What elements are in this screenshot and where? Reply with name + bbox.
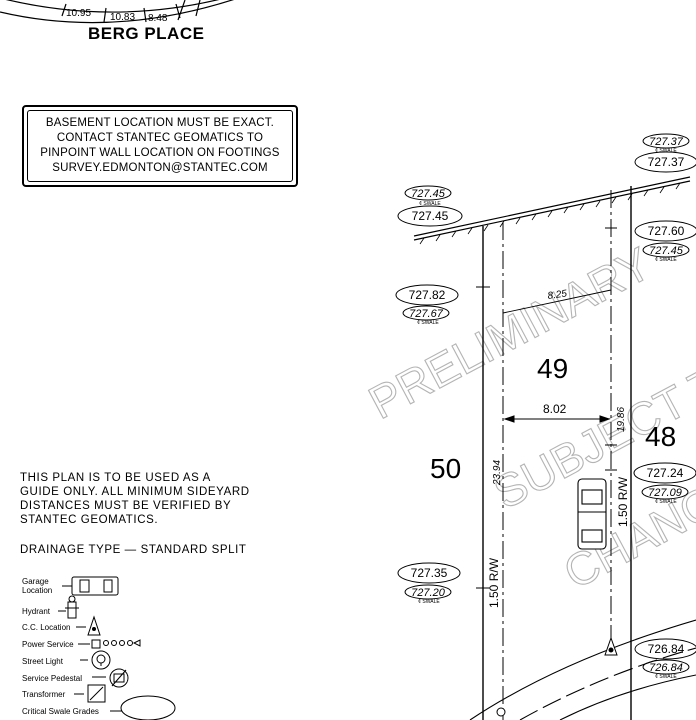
guide-note: THIS PLAN IS TO BE USED AS A GUIDE ONLY.… — [20, 471, 250, 527]
legend-label-garage-1: Garage — [22, 577, 49, 586]
elevation-markers — [395, 133, 696, 675]
elevation-values: 727.45 727.45 727.82 727.67 727.35 727.2… — [409, 136, 685, 674]
legend-label-street-light: Street Light — [22, 657, 63, 666]
lot-lines — [476, 186, 632, 720]
lot-number-50: 50 — [430, 453, 461, 484]
basement-note-line-1: BASEMENT LOCATION MUST BE EXACT. — [45, 117, 275, 129]
service-pedestal-icon — [92, 668, 129, 688]
legend-label-garage-2: Location — [22, 586, 53, 595]
elev-3-swale: 727.20 — [411, 587, 446, 599]
rw-label-left: 1.50 R/W — [487, 557, 501, 608]
swale-tag: ¢ SWALE — [655, 257, 677, 263]
swale-tag: ¢ SWALE — [417, 320, 439, 326]
swale-grade-icon — [110, 695, 176, 720]
legend-label-garage: Garage Location — [22, 577, 52, 595]
legend-label-cc-location: C.C. Location — [22, 623, 71, 632]
power-service-icon — [78, 639, 141, 649]
street-boundary — [413, 176, 691, 245]
legend-label-power-service: Power Service — [22, 640, 74, 649]
dim-front: 8.25 — [547, 288, 568, 302]
legend-icons — [58, 576, 176, 720]
basement-note-line-3: PINPOINT WALL LOCATION ON FOOTINGS — [40, 147, 280, 159]
legend-label-critical-swale: Critical Swale Grades — [22, 707, 99, 716]
guide-note-line-3: DISTANCES MUST BE VERIFIED BY — [20, 500, 232, 512]
elev-1-swale: 727.45 — [411, 188, 446, 200]
top-dim-3: 8.48 — [148, 13, 168, 24]
cc-location-icon — [76, 615, 101, 636]
lot-number-49: 49 — [537, 353, 568, 384]
garage-vehicle-icon — [577, 478, 607, 550]
swale-curves — [469, 619, 696, 720]
guide-note-line-4: STANTEC GEOMATICS. — [20, 514, 159, 526]
elev-4-swale: 727.37 — [649, 136, 684, 148]
top-dim-1: 10.95 — [66, 8, 91, 19]
elev-1: 727.45 — [412, 209, 449, 223]
elev-7-swale: 726.84 — [649, 662, 683, 674]
legend-label-service-pedestal: Service Pedestal — [22, 674, 83, 683]
swale-tag: ¢ SWALE — [655, 148, 677, 154]
elev-4: 727.37 — [648, 155, 685, 169]
basement-note-box: BASEMENT LOCATION MUST BE EXACT. CONTACT… — [22, 105, 298, 187]
swale-tag: ¢ SWALE — [419, 201, 441, 207]
street-light-icon — [80, 650, 111, 670]
guide-note-line-2: GUIDE ONLY. ALL MINIMUM SIDEYARD — [20, 486, 250, 498]
elev-3: 727.35 — [411, 566, 448, 580]
rw-label-right: 1.50 R/W — [616, 476, 630, 527]
legend-label-hydrant: Hydrant — [22, 607, 51, 616]
hydrant-icon — [58, 595, 79, 619]
elev-5: 727.60 — [648, 224, 685, 238]
elev-6-swale: 727.09 — [648, 487, 682, 499]
drainage-type: DRAINAGE TYPE — STANDARD SPLIT — [20, 544, 247, 556]
cc-location-marker — [604, 636, 618, 656]
elev-2: 727.82 — [409, 288, 446, 302]
dim-mid: 8.02 — [543, 402, 567, 416]
guide-note-line-1: THIS PLAN IS TO BE USED AS A — [20, 472, 211, 484]
swale-tag: ¢ SWALE — [655, 499, 677, 505]
swale-tag: ¢ SWALE — [655, 674, 677, 680]
dimension-line — [503, 415, 611, 423]
elev-5-swale: 727.45 — [649, 245, 684, 257]
garage-icon — [62, 576, 119, 596]
dim-side-left: 23.94 — [492, 460, 503, 486]
basement-note-line-2: CONTACT STANTEC GEOMATICS TO — [56, 132, 264, 144]
street-name: BERG PLACE — [88, 24, 205, 43]
watermark-line-1: PRELIMINARY — [360, 237, 659, 429]
dim-side-right: 19.86 — [616, 407, 627, 432]
top-street-curve — [0, 0, 235, 24]
elev-6: 727.24 — [647, 466, 684, 480]
basement-note-inner: BASEMENT LOCATION MUST BE EXACT. CONTACT… — [27, 110, 293, 182]
elev-7: 726.84 — [648, 642, 685, 656]
swale-tag: ¢ SWALE — [418, 599, 440, 605]
legend-label-transformer: Transformer — [22, 690, 66, 699]
top-dim-2: 10.83 — [110, 12, 135, 23]
swale-tags: ¢ SWALE ¢ SWALE ¢ SWALE ¢ SWALE ¢ SWALE … — [417, 148, 677, 680]
transformer-icon — [74, 684, 106, 703]
hydrant-marker — [496, 707, 506, 717]
elev-2-swale: 727.67 — [409, 308, 444, 320]
lot-number-48: 48 — [645, 421, 676, 452]
basement-note-line-4: SURVEY.EDMONTON@STANTEC.COM — [52, 162, 268, 174]
